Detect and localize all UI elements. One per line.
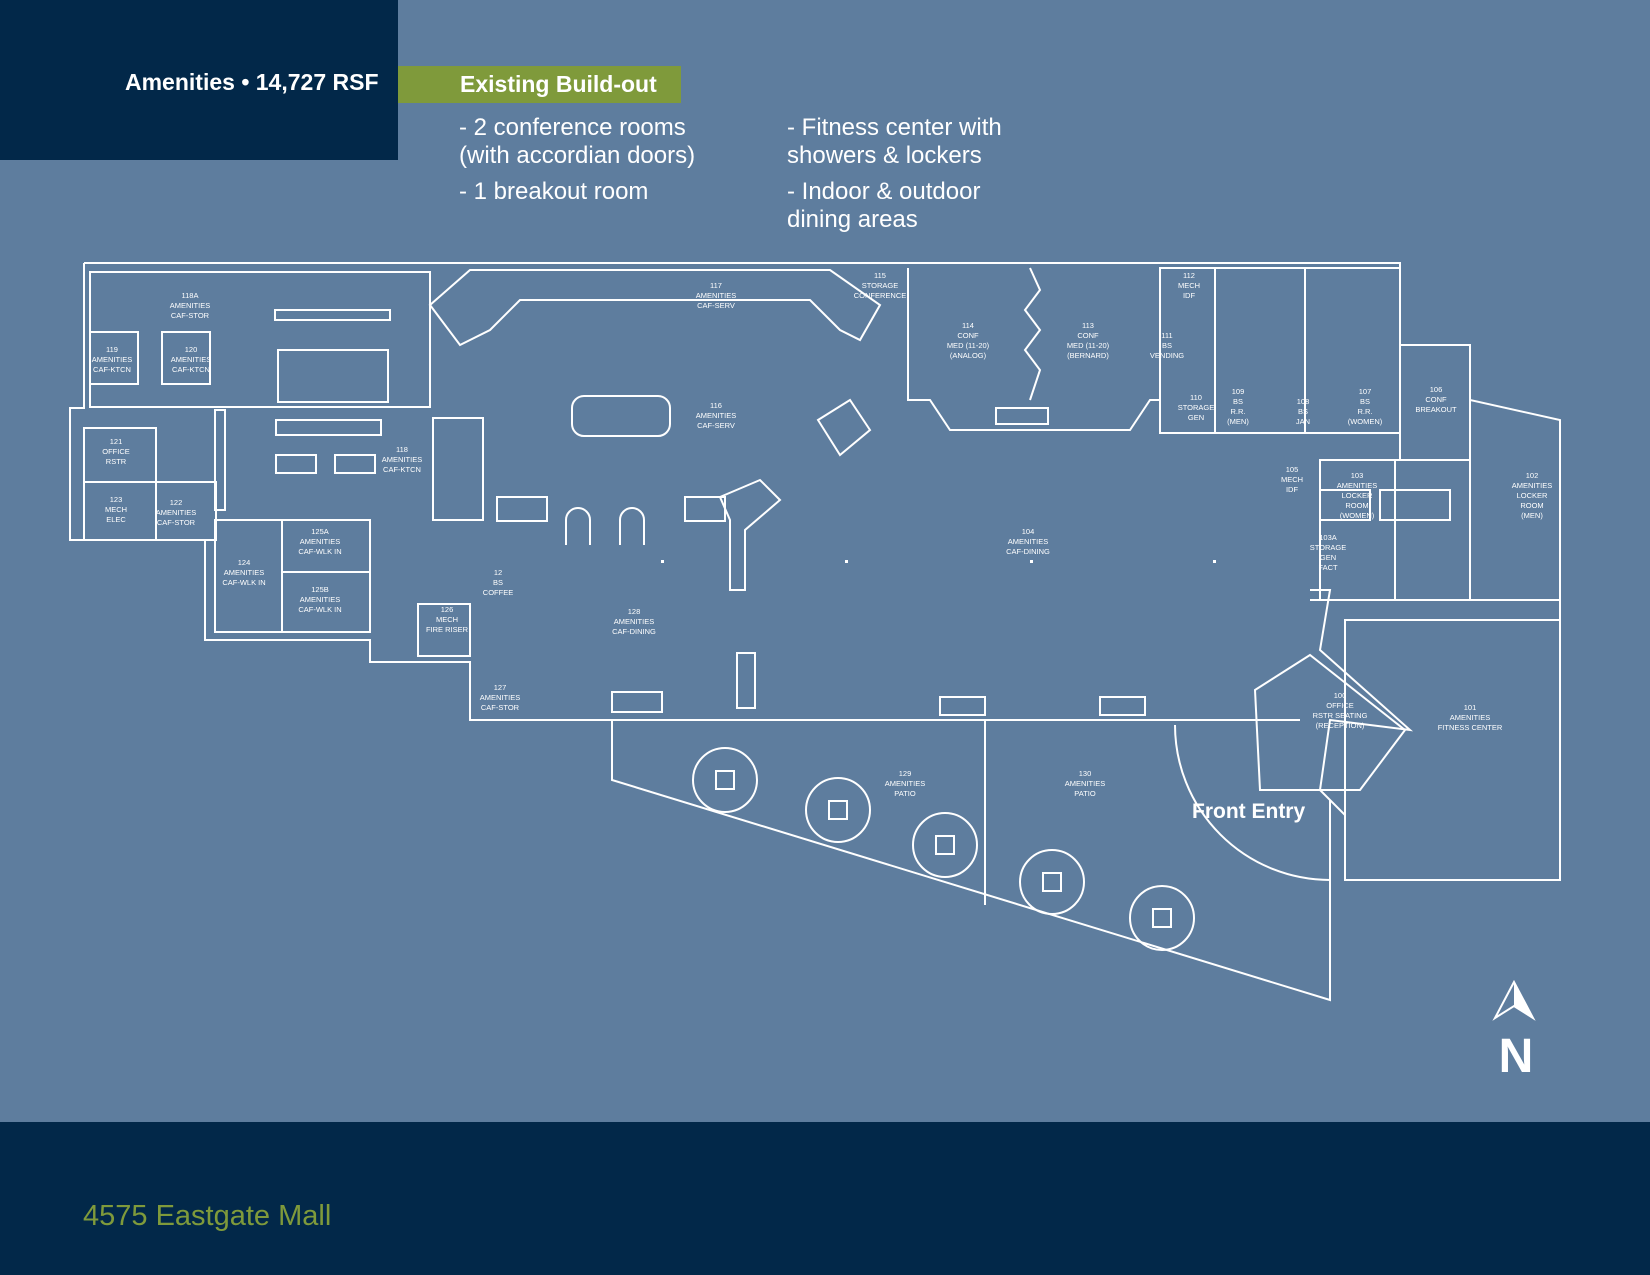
bullet-showers-lockers: showers & lockers	[787, 142, 982, 169]
bullet-dining-areas: - Indoor & outdoor	[787, 178, 981, 205]
bullet-conference-rooms: - 2 conference rooms	[459, 114, 686, 141]
header-panel	[0, 0, 398, 160]
bullet-accordian-doors: (with accordian doors)	[459, 142, 696, 169]
footer-bar	[0, 1122, 1650, 1275]
bullet-breakout-room: - 1 breakout room	[459, 178, 649, 205]
page-title: Amenities • 14,727 RSF	[125, 69, 379, 95]
bullet-dining-areas-cont: dining areas	[787, 206, 918, 233]
north-arrow-icon	[1492, 979, 1536, 1021]
north-label: N	[1499, 1030, 1534, 1083]
existing-buildout-badge: Existing Build-out	[398, 66, 681, 103]
front-entry-label: Front Entry	[1192, 800, 1305, 823]
bullet-fitness-center: - Fitness center with	[787, 114, 1002, 141]
property-address: 4575 Eastgate Mall	[83, 1200, 332, 1232]
